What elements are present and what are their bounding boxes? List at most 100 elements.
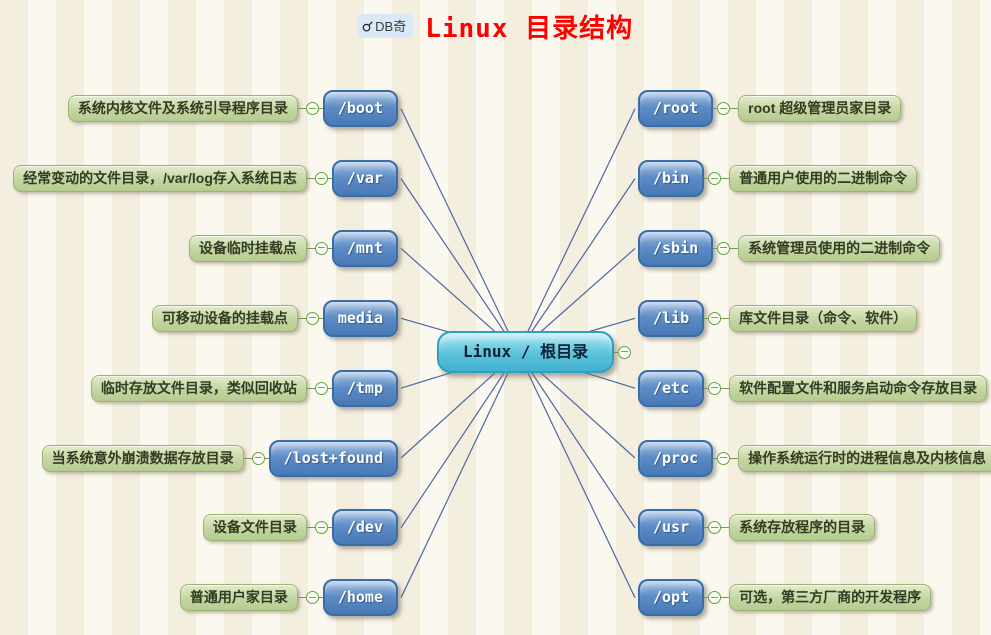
directory-node[interactable]: /var — [331, 160, 398, 198]
branch-description: 可移动设备的挂载点 — [151, 304, 298, 332]
directory-node[interactable]: /lib — [638, 299, 705, 337]
branch-description: 库文件目录（命令、软件） — [729, 304, 918, 332]
title-bar: ⚲ DB奇 Linux 目录结构 — [0, 8, 991, 44]
directory-node[interactable]: /opt — [638, 579, 705, 617]
branch-row-right: /root−root 超级管理员家目录 — [638, 90, 902, 128]
connector-line — [318, 317, 323, 319]
directory-node[interactable]: /lost+found — [268, 439, 398, 477]
directory-node[interactable]: /dev — [331, 509, 398, 547]
connector-line — [730, 108, 739, 110]
connector-line — [704, 527, 709, 529]
branch-row-left: 普通用户家目录−/home — [179, 579, 398, 617]
page-title: Linux 目录结构 — [425, 13, 634, 44]
directory-node[interactable]: /boot — [322, 90, 398, 128]
connector-line — [327, 247, 332, 249]
collapse-icon[interactable]: − — [314, 520, 328, 535]
branch-row-left: 设备文件目录−/dev — [202, 509, 398, 547]
connector-line — [264, 457, 269, 459]
collapse-icon[interactable]: − — [305, 311, 319, 325]
collapse-icon[interactable]: − — [314, 381, 328, 395]
branch-row-left: 设备临时挂载点−/mnt — [188, 229, 398, 267]
connector-line — [704, 178, 709, 180]
collapse-icon[interactable]: − — [717, 241, 731, 255]
directory-node[interactable]: /usr — [638, 509, 705, 547]
collapse-icon[interactable]: − — [708, 311, 722, 325]
connector-line — [306, 387, 315, 389]
branch-description: 设备临时挂载点 — [188, 234, 307, 262]
brand-badge[interactable]: ⚲ DB奇 — [357, 14, 414, 38]
root-directory-node[interactable]: Linux / 根目录 — [437, 331, 615, 373]
branch-description: 系统内核文件及系统引导程序目录 — [67, 95, 298, 123]
collapse-icon[interactable]: − — [314, 241, 328, 255]
branch-row-right: /sbin−系统管理员使用的二进制命令 — [638, 229, 941, 267]
collapse-icon[interactable]: − — [251, 451, 265, 465]
connector-line — [318, 597, 323, 599]
directory-node[interactable]: /mnt — [331, 229, 398, 267]
connector-line — [297, 317, 306, 319]
directory-node[interactable]: /home — [322, 579, 398, 617]
collapse-icon[interactable]: − — [708, 171, 722, 186]
collapse-icon[interactable]: − — [708, 520, 722, 535]
connector-line — [713, 247, 718, 249]
connector-line — [327, 387, 332, 389]
branch-row-right: /usr−系统存放程序的目录 — [638, 509, 876, 547]
branch-description: 设备文件目录 — [202, 514, 307, 542]
connector-line — [327, 178, 332, 180]
directory-node[interactable]: /tmp — [331, 369, 398, 407]
branch-row-right: /bin−普通用户使用的二进制命令 — [638, 160, 918, 198]
connector-line — [704, 317, 709, 319]
brand-text: DB奇 — [375, 19, 407, 34]
branch-description: 可选，第三方厂商的开发程序 — [729, 584, 932, 612]
connector-line — [297, 597, 306, 599]
directory-node[interactable]: media — [322, 299, 398, 337]
branch-row-right: /opt−可选，第三方厂商的开发程序 — [638, 579, 932, 617]
connector-line — [730, 247, 739, 249]
collapse-icon[interactable]: − — [717, 101, 731, 116]
root-node-group: Linux / 根目录 − — [437, 331, 632, 373]
directory-node[interactable]: /bin — [638, 160, 705, 198]
connector-line — [721, 597, 730, 599]
branch-description: 经常变动的文件目录，/var/log存入系统日志 — [13, 165, 307, 193]
connector-line — [704, 387, 709, 389]
branch-row-left: 当系统意外崩溃数据存放目录−/lost+found — [41, 439, 398, 477]
collapse-icon[interactable]: − — [314, 171, 328, 186]
branch-row-right: /lib−库文件目录（命令、软件） — [638, 299, 918, 337]
branch-row-left: 可移动设备的挂载点−media — [151, 299, 398, 337]
directory-node[interactable]: /proc — [638, 439, 714, 477]
collapse-icon[interactable]: − — [717, 451, 731, 465]
collapse-icon[interactable]: − — [708, 381, 722, 395]
branch-description: 系统管理员使用的二进制命令 — [738, 234, 941, 262]
branch-row-right: /proc−操作系统运行时的进程信息及内核信息 — [638, 439, 991, 477]
connector-line — [297, 108, 306, 110]
branch-row-left: 临时存放文件目录，类似回收站−/tmp — [90, 369, 398, 407]
collapse-icon[interactable]: − — [305, 101, 319, 116]
collapse-icon[interactable]: − — [305, 590, 319, 605]
connector-line — [713, 457, 718, 459]
branch-description: 普通用户使用的二进制命令 — [729, 165, 918, 193]
collapse-icon[interactable]: − — [708, 590, 722, 605]
connector-line — [730, 457, 739, 459]
directory-node[interactable]: /root — [638, 90, 714, 128]
connector-line — [713, 108, 718, 110]
connector-line — [306, 178, 315, 180]
connector-line — [721, 317, 730, 319]
connector-line — [614, 351, 619, 353]
branch-description: 系统存放程序的目录 — [729, 514, 876, 542]
branch-description: 操作系统运行时的进程信息及内核信息 — [738, 444, 991, 472]
branch-row-left: 系统内核文件及系统引导程序目录−/boot — [67, 90, 398, 128]
connector-line — [306, 247, 315, 249]
branch-description: 软件配置文件和服务启动命令存放目录 — [729, 374, 988, 402]
directory-node[interactable]: /etc — [638, 369, 705, 407]
branch-description: 临时存放文件目录，类似回收站 — [90, 374, 307, 402]
connector-line — [318, 108, 323, 110]
connector-line — [721, 178, 730, 180]
connector-line — [721, 527, 730, 529]
directory-node[interactable]: /sbin — [638, 229, 714, 267]
collapse-icon[interactable]: − — [618, 345, 632, 359]
connector-line — [704, 597, 709, 599]
branch-description: 普通用户家目录 — [179, 584, 298, 612]
branch-description: 当系统意外崩溃数据存放目录 — [41, 444, 244, 472]
branch-row-left: 经常变动的文件目录，/var/log存入系统日志−/var — [13, 160, 398, 198]
connector-line — [306, 527, 315, 529]
